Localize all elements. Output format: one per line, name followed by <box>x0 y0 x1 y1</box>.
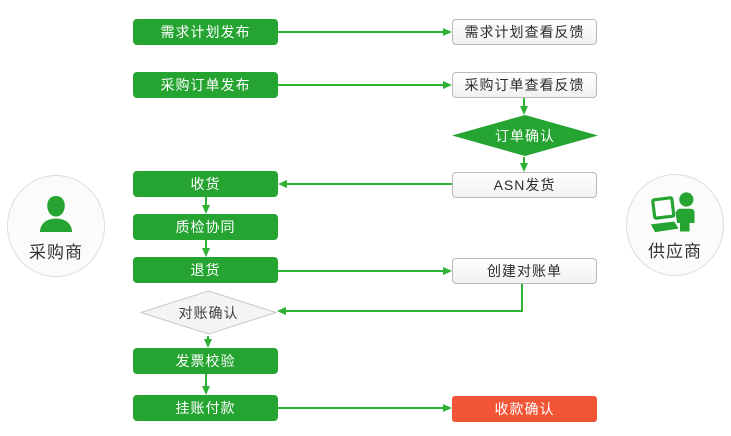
node-invoice-verify: 发票校验 <box>133 348 278 374</box>
supplier-label: 供应商 <box>648 242 702 261</box>
node-po-feedback: 采购订单查看反馈 <box>452 72 597 98</box>
node-receive: 收货 <box>133 171 278 197</box>
node-create-statement: 创建对账单 <box>452 258 597 284</box>
node-demand-plan-feedback: 需求计划查看反馈 <box>452 19 597 45</box>
node-order-confirm-decision: 订单确认 <box>452 115 598 156</box>
node-demand-plan-publish: 需求计划发布 <box>133 19 278 45</box>
edge-statement-to-confirm <box>277 284 523 315</box>
node-pending-payment: 挂账付款 <box>133 395 278 421</box>
actor-supplier: 供应商 <box>626 174 724 276</box>
actor-buyer: 采购商 <box>7 175 105 277</box>
statement-confirm-diamond-shape <box>140 290 277 335</box>
node-receipt-confirm: 收款确认 <box>452 396 597 422</box>
node-quality-collab: 质检协同 <box>133 214 278 240</box>
order-confirm-label: 订单确认 <box>495 127 555 144</box>
node-return-goods: 退货 <box>133 257 278 283</box>
node-statement-confirm-decision: 对账确认 <box>140 290 277 335</box>
person-icon <box>39 196 73 232</box>
diamond-shape <box>452 115 598 156</box>
buyer-label: 采购商 <box>29 243 83 262</box>
diamond-shape <box>140 290 277 335</box>
node-asn-ship: ASN发货 <box>452 172 597 198</box>
node-po-publish: 采购订单发布 <box>133 72 278 98</box>
statement-confirm-label: 对账确认 <box>178 304 239 321</box>
person-laptop-icon <box>650 192 695 233</box>
order-confirm-diamond-shape <box>452 115 598 156</box>
